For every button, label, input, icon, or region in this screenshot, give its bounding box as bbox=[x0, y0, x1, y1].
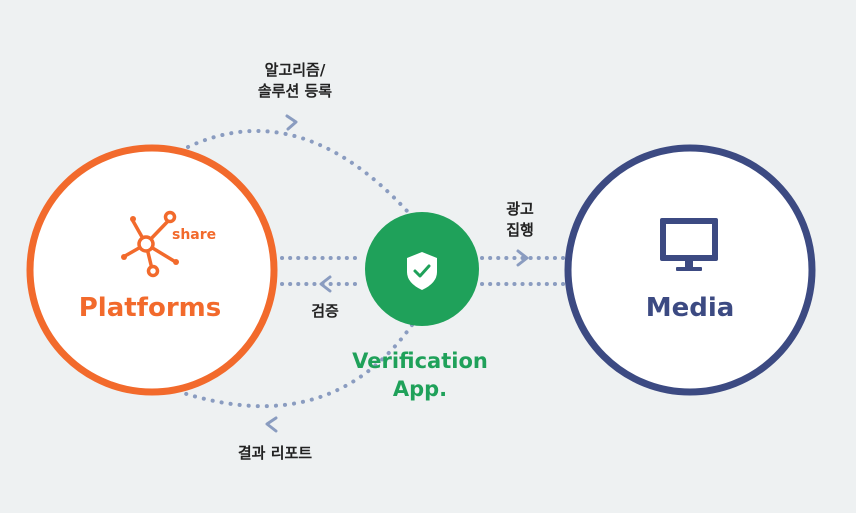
arc-report-arrowhead bbox=[265, 416, 278, 433]
verification-app-title: Verification App. bbox=[335, 347, 505, 403]
label-algorithm-line2: 솔루션 등록 bbox=[257, 82, 333, 100]
share-network-icon bbox=[121, 210, 179, 278]
arc-algorithm-arrowhead bbox=[285, 114, 298, 131]
platforms-title: Platforms bbox=[78, 293, 222, 323]
arc-algorithm-registration bbox=[186, 129, 410, 214]
arc-result-report bbox=[178, 323, 414, 409]
ad-arrowhead bbox=[516, 249, 529, 267]
shield-check-icon bbox=[407, 252, 437, 290]
label-ad-line2: 집행 bbox=[506, 221, 534, 239]
label-ad-execution: 광고 집행 bbox=[485, 199, 555, 241]
label-verify: 검증 bbox=[311, 302, 339, 320]
monitor-icon bbox=[660, 218, 718, 271]
label-algorithm-line1: 알고리즘/ bbox=[264, 61, 326, 79]
label-ad-line1: 광고 bbox=[506, 200, 534, 218]
media-title: Media bbox=[645, 293, 735, 323]
label-algorithm-registration: 알고리즘/ 솔루션 등록 bbox=[230, 60, 360, 102]
verification-app-title-line2: App. bbox=[392, 377, 448, 401]
verify-arrowhead bbox=[319, 275, 332, 293]
label-result-report: 결과 리포트 bbox=[237, 444, 313, 462]
verification-app-title-line1: Verification bbox=[352, 349, 488, 373]
share-icon-label: share bbox=[172, 227, 217, 243]
